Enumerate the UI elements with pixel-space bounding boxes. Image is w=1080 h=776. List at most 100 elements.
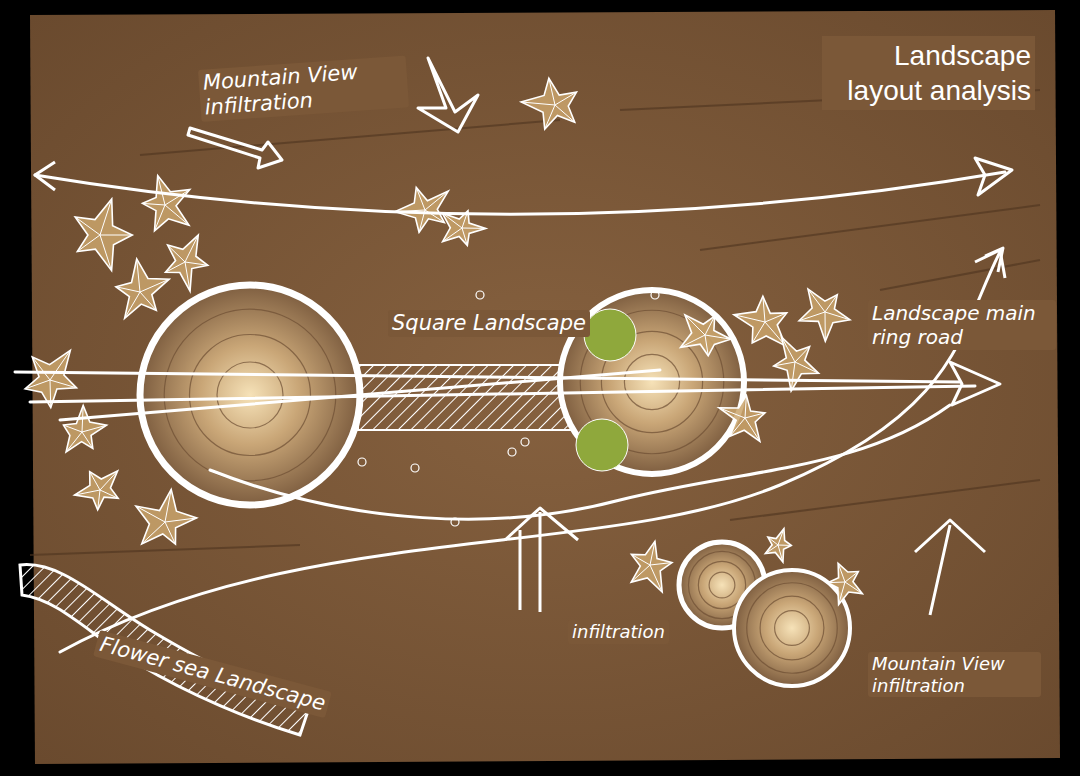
tree-vein xyxy=(778,529,784,545)
tree-vein xyxy=(745,395,746,418)
tree-vein xyxy=(100,199,112,235)
tree-vein xyxy=(838,563,845,582)
tree-vein xyxy=(774,362,795,366)
plaza-ring xyxy=(624,354,679,409)
view-arrow xyxy=(188,128,282,168)
tree-symbol xyxy=(734,296,787,346)
tree-vein xyxy=(77,235,100,251)
flow-line xyxy=(15,372,960,382)
tree-vein xyxy=(442,213,462,228)
tree-vein xyxy=(32,357,50,380)
view-arrow xyxy=(915,520,985,615)
tree-symbol xyxy=(165,235,207,291)
tree-vein xyxy=(650,563,672,565)
tree-vein xyxy=(631,565,650,582)
shrub-dot xyxy=(651,291,659,299)
tree-vein xyxy=(685,315,705,335)
tree-vein xyxy=(50,350,70,380)
plaza-ring xyxy=(760,596,824,660)
tree-vein xyxy=(730,418,745,436)
ground-shadow xyxy=(880,260,1040,290)
tree-vein xyxy=(158,176,165,205)
tree-symbol xyxy=(63,405,106,452)
tree-vein xyxy=(100,235,112,271)
tree-symbol xyxy=(75,471,119,510)
tree-vein xyxy=(745,418,760,441)
tree-vein xyxy=(845,572,858,582)
tree-vein xyxy=(462,228,467,245)
tree-vein xyxy=(825,295,837,312)
shrub-dot xyxy=(411,464,419,472)
plaza-ring xyxy=(747,583,837,673)
green-planting xyxy=(576,419,628,471)
tree-vein xyxy=(443,228,462,242)
tree-vein xyxy=(765,545,778,554)
tree-vein xyxy=(825,312,850,320)
tree-vein xyxy=(100,490,118,498)
ground-shadow xyxy=(30,545,300,555)
tree-symbol xyxy=(774,337,819,391)
flow-line xyxy=(30,386,975,402)
tree-vein xyxy=(825,312,826,341)
tree-vein xyxy=(142,203,165,205)
tree-vein xyxy=(808,289,825,312)
tree-vein xyxy=(745,413,765,418)
tree-vein xyxy=(799,312,825,321)
tree-vein xyxy=(50,380,52,408)
tree-vein xyxy=(839,582,845,605)
tree-symbol xyxy=(521,78,576,129)
tree-symbol xyxy=(765,529,791,562)
tree-vein xyxy=(781,337,795,362)
plaza-ring xyxy=(164,309,336,481)
annotation-label: infiltration xyxy=(568,620,669,644)
flow-line xyxy=(210,405,950,519)
tree-vein xyxy=(75,217,100,235)
tree-vein xyxy=(116,287,140,292)
plaza-ring xyxy=(190,335,311,456)
circular-plaza xyxy=(140,285,360,505)
flow-line xyxy=(60,252,1000,652)
tree-vein xyxy=(98,490,100,510)
tree-vein xyxy=(555,92,577,105)
tree-vein xyxy=(416,187,425,210)
arrowhead xyxy=(975,158,1012,195)
tree-vein xyxy=(763,296,765,322)
flow-line xyxy=(35,172,1005,214)
tree-vein xyxy=(63,425,82,432)
tree-vein xyxy=(778,545,783,562)
tree-vein xyxy=(631,554,650,565)
tree-symbol xyxy=(828,563,863,604)
tree-vein xyxy=(165,262,185,272)
tree-vein xyxy=(719,408,745,418)
plaza-ring xyxy=(775,611,810,646)
tree-vein xyxy=(795,362,819,373)
tree-vein xyxy=(549,78,555,105)
shrub-dot xyxy=(508,448,516,456)
tree-vein xyxy=(137,259,140,292)
tree-vein xyxy=(185,235,198,262)
tree-vein xyxy=(125,292,140,318)
shrub-dot xyxy=(451,518,459,526)
tree-vein xyxy=(82,432,93,448)
tree-vein xyxy=(185,262,190,291)
tree-vein xyxy=(90,472,100,490)
ground-shadow xyxy=(140,120,560,155)
tree-vein xyxy=(165,205,189,225)
tree-vein xyxy=(165,522,175,544)
tree-vein xyxy=(555,105,575,122)
tree-symbol xyxy=(799,289,850,341)
plaza-ring xyxy=(217,362,283,428)
tree-vein xyxy=(168,245,185,262)
tree-vein xyxy=(140,292,156,310)
tree-symbol xyxy=(25,350,77,407)
tree-vein xyxy=(82,425,107,432)
tree-vein xyxy=(165,518,197,522)
tree-vein xyxy=(768,537,778,545)
ground-shadow xyxy=(700,205,1040,250)
tree-vein xyxy=(705,335,708,356)
tree-symbol xyxy=(631,541,672,592)
tree-symbol xyxy=(75,199,132,271)
shrub-dot xyxy=(358,458,366,466)
tree-vein xyxy=(165,489,171,522)
tree-vein xyxy=(100,235,132,236)
